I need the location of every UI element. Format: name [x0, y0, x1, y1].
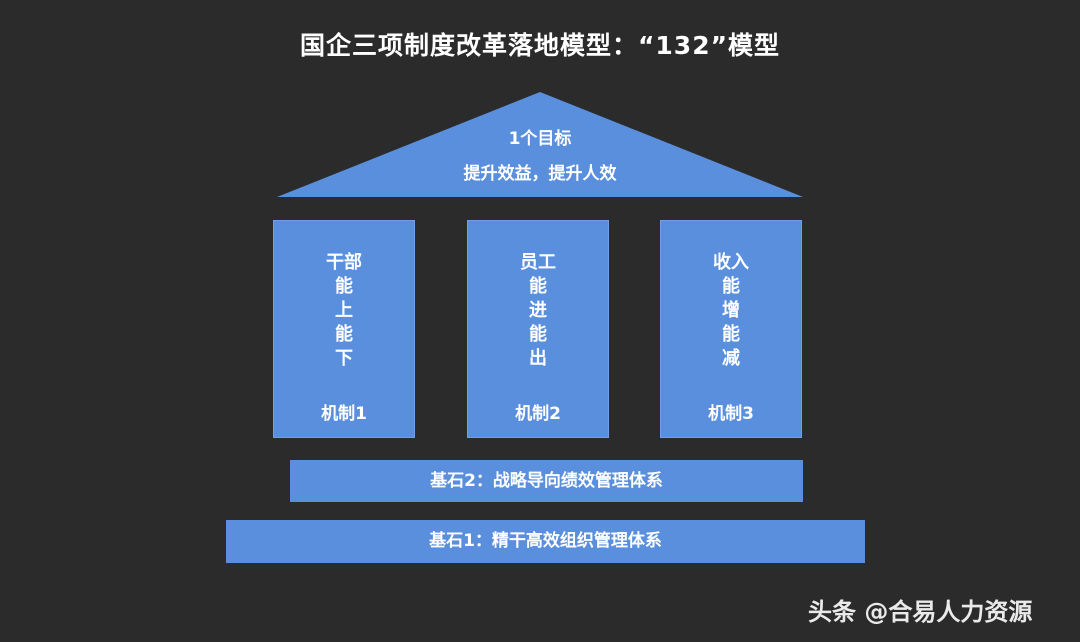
roof-goal-text: 提升效益，提升人效: [463, 164, 617, 184]
pillar-3: 收入 能 增 能 减 机制3: [660, 220, 802, 438]
pillar-2: 员工 能 进 能 出 机制2: [467, 220, 609, 438]
pillar-1-line: 干部: [326, 252, 362, 273]
pillar-1-line: 能: [335, 324, 353, 345]
roof-goal-count: 1个目标: [508, 129, 572, 149]
pillar-3-line: 增: [722, 300, 740, 321]
pillar-2-line: 能: [529, 324, 547, 345]
pillar-2-text: 员工 能 进 能 出: [468, 251, 608, 371]
pillar-3-line: 减: [722, 348, 740, 369]
pillar-1-line: 上: [335, 300, 353, 321]
roof-shape: [277, 92, 803, 197]
watermark: 头条 @合易人力资源: [808, 598, 1033, 626]
pillar-3-line: 能: [722, 276, 740, 297]
pillar-2-line: 进: [529, 300, 547, 321]
pillar-1-line: 能: [335, 276, 353, 297]
pillar-1-label: 机制1: [321, 404, 367, 424]
pillar-2-line: 出: [529, 348, 547, 369]
pillar-1-text: 干部 能 上 能 下: [274, 251, 414, 371]
pillar-2-label: 机制2: [515, 404, 561, 424]
pillar-3-line: 能: [722, 324, 740, 345]
pillar-3-label: 机制3: [708, 404, 754, 424]
pillar-1-line: 下: [335, 348, 353, 369]
foundation-2: 基石2：战略导向绩效管理体系: [290, 460, 803, 502]
pillar-1: 干部 能 上 能 下 机制1: [273, 220, 415, 438]
pillar-2-line: 能: [529, 276, 547, 297]
pillar-3-text: 收入 能 增 能 减: [661, 251, 801, 371]
foundation-1: 基石1：精干高效组织管理体系: [226, 520, 865, 563]
pillar-3-line: 收入: [713, 252, 749, 273]
page-title: 国企三项制度改革落地模型：“132”模型: [299, 31, 781, 60]
pillar-2-line: 员工: [520, 252, 556, 273]
